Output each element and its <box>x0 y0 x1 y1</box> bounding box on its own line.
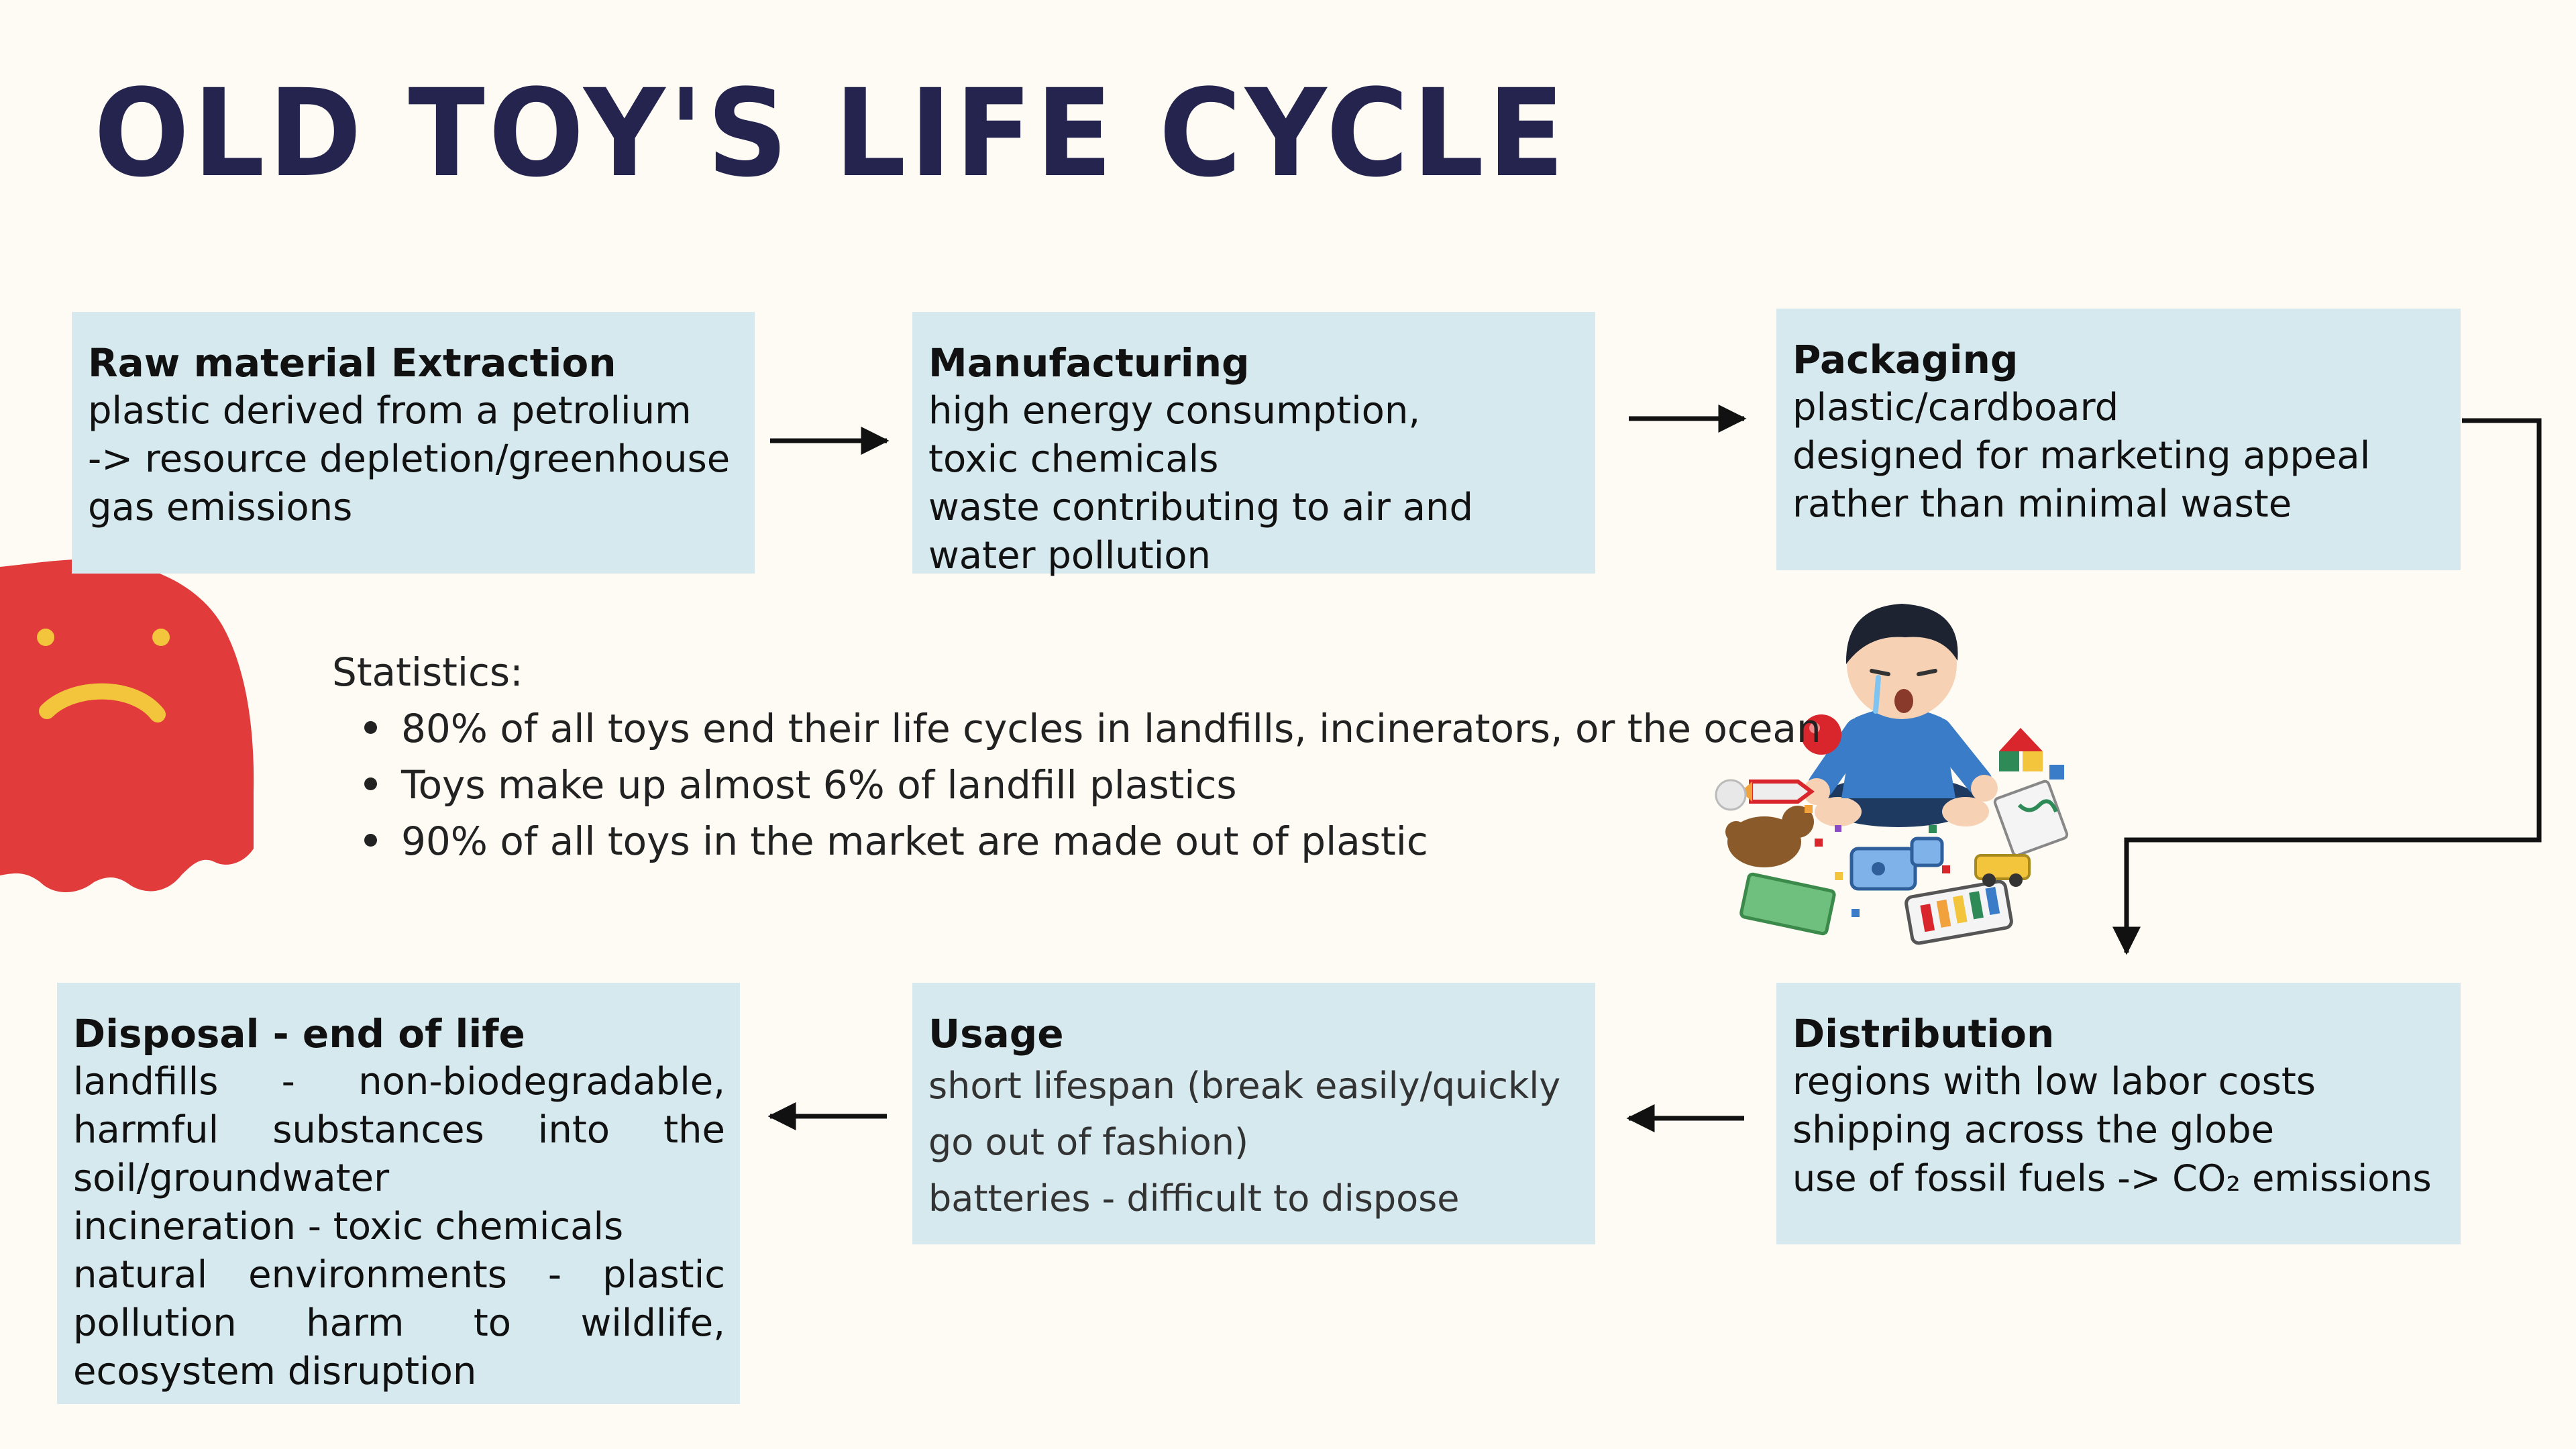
stage-text: batteries - difficult to dispose <box>928 1177 1460 1220</box>
stage-text: landfills - non-biodegradable, <box>73 1060 725 1104</box>
statistic-text: Toys make up almost 6% of landfill plast… <box>401 762 1237 808</box>
statistic-text: 80% of all toys end their life cycles in… <box>401 706 1821 751</box>
stage-title: Usage <box>928 1011 1064 1057</box>
statistic-text: 90% of all toys in the market are made o… <box>401 818 1428 864</box>
stage-text: high energy consumption, <box>928 389 1421 433</box>
stage-usage: Usage short lifespan (break easily/quick… <box>912 983 1595 1244</box>
stage-text: designed for marketing appeal <box>1792 434 2371 478</box>
list-item: 90% of all toys in the market are made o… <box>364 813 1821 869</box>
stage-text: short lifespan (break easily/quickly <box>928 1065 1561 1107</box>
stage-text: plastic/cardboard <box>1792 386 2119 429</box>
stage-text: toxic chemicals <box>928 437 1219 481</box>
stage-text: rather than minimal waste <box>1792 482 2292 526</box>
stage-text: gas emissions <box>88 486 353 529</box>
sad-ghost-icon <box>0 559 254 892</box>
stage-text: shipping across the globe <box>1792 1108 2275 1152</box>
stage-title: Packaging <box>1792 337 2019 382</box>
bullet-icon <box>364 721 377 734</box>
statistics-list: 80% of all toys end their life cycles in… <box>332 700 1821 869</box>
stage-text: go out of fashion) <box>928 1121 1249 1163</box>
crying-child-with-toys-icon <box>1715 604 2069 945</box>
stage-manufacturing: Manufacturing high energy consumption, t… <box>912 312 1595 578</box>
statistics-heading: Statistics: <box>332 649 523 695</box>
stage-text: waste contributing to air and <box>928 486 1474 529</box>
stage-title: Raw material Extraction <box>88 340 616 386</box>
stage-text: water pollution <box>928 534 1212 578</box>
connector-line <box>2112 418 2542 955</box>
stage-text: natural environments - plastic <box>73 1253 725 1297</box>
stage-disposal: Disposal - end of life landfills - non-b… <box>57 983 740 1404</box>
stage-text: soil/groundwater <box>73 1157 390 1200</box>
bullet-icon <box>364 834 377 847</box>
stage-title: Manufacturing <box>928 340 1250 386</box>
stage-text: -> resource depletion/greenhouse <box>88 437 731 481</box>
stage-text: use of fossil fuels -> CO₂ emissions <box>1792 1157 2432 1199</box>
statistics-section: Statistics: 80% of all toys end their li… <box>332 644 1821 869</box>
stage-text: pollution harm to wildlife, <box>73 1301 725 1345</box>
stage-text: harmful substances into the <box>73 1108 725 1152</box>
stage-text: ecosystem disruption <box>73 1350 477 1393</box>
list-item: Toys make up almost 6% of landfill plast… <box>364 757 1821 813</box>
stage-raw-material-extraction: Raw material Extraction plastic derived … <box>72 312 755 574</box>
stage-text: plastic derived from a petrolium <box>88 389 692 433</box>
stage-title: Distribution <box>1792 1011 2055 1057</box>
stage-text: regions with low labor costs <box>1792 1060 2316 1104</box>
stage-distribution: Distribution regions with low labor cost… <box>1776 983 2461 1244</box>
page-title: Old toy's life cycle <box>94 64 1568 204</box>
stage-title: Disposal - end of life <box>73 1011 525 1057</box>
stage-packaging: Packaging plastic/cardboard designed for… <box>1776 309 2461 570</box>
stage-text: incineration - toxic chemicals <box>73 1205 624 1248</box>
bullet-icon <box>364 777 377 790</box>
list-item: 80% of all toys end their life cycles in… <box>364 700 1821 757</box>
